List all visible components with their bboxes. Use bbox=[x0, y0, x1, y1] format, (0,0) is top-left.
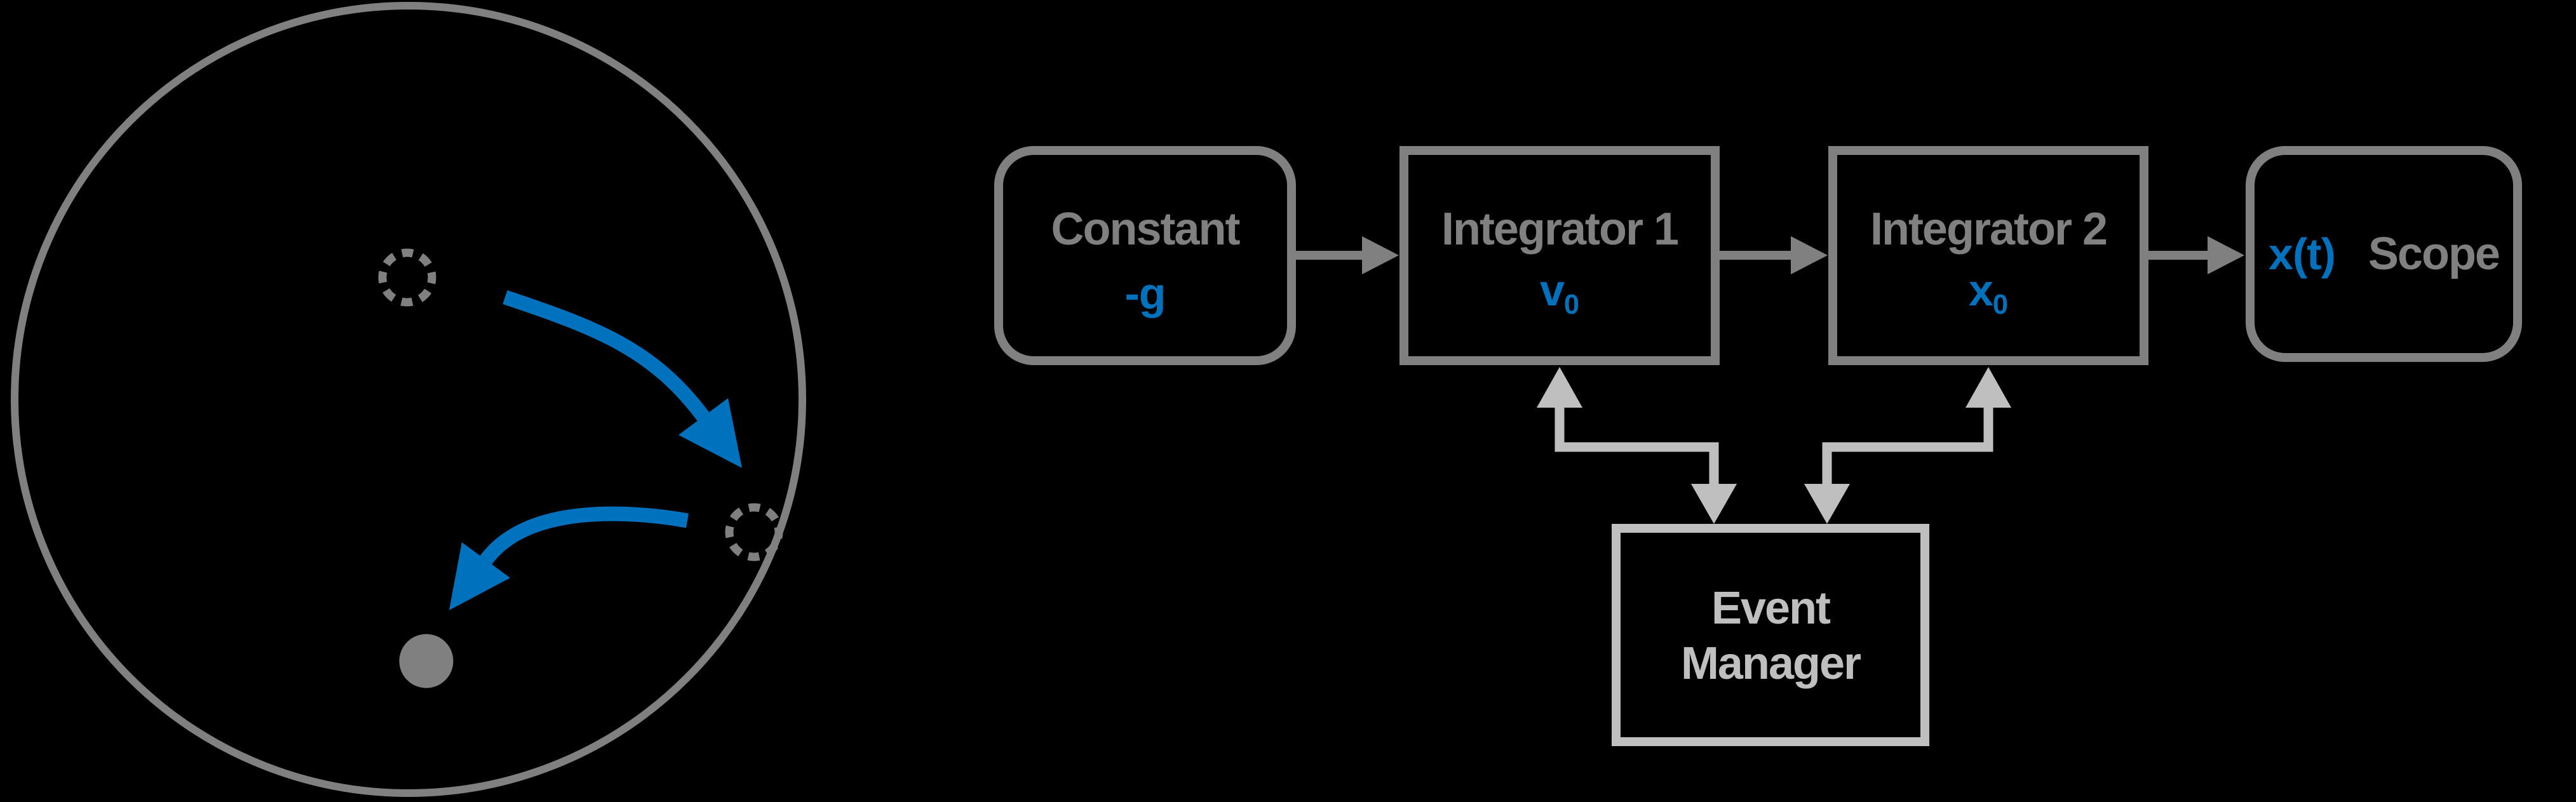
integrator1-block-value: v0 bbox=[1408, 268, 1711, 319]
integrator2-value-base: x bbox=[1968, 265, 1993, 315]
arrow-constant-to-integrator1-icon bbox=[1296, 236, 1399, 274]
constant-block-label: Constant bbox=[1051, 203, 1241, 255]
scope-block-content: x(t) Scope bbox=[2255, 155, 2513, 353]
scope-block-signal: x(t) bbox=[2269, 229, 2336, 279]
impact-position-dashed-circle-icon bbox=[725, 503, 783, 561]
scope-block-label: Scope bbox=[2368, 229, 2500, 279]
integrator1-value-base: v bbox=[1539, 265, 1565, 315]
event-manager-label-line1: Event bbox=[1711, 583, 1831, 634]
initial-position-dashed-circle-icon bbox=[378, 248, 436, 307]
connector-event-manager-integrator1-icon bbox=[1537, 367, 1737, 524]
rebound-trajectory-arrow-icon bbox=[449, 506, 689, 610]
fall-trajectory-arrow-icon bbox=[502, 290, 742, 468]
integrator1-block-label: Integrator 1 bbox=[1441, 203, 1679, 255]
constant-block: Constant -g bbox=[994, 146, 1296, 365]
constant-block-value: -g bbox=[1124, 268, 1166, 318]
integrator2-block: Integrator 2 x0 bbox=[1828, 146, 2148, 365]
bouncing-ball-illustration bbox=[11, 2, 806, 797]
container-circle-icon bbox=[11, 2, 806, 797]
scope-block: x(t) Scope bbox=[2246, 146, 2522, 362]
ball-icon bbox=[399, 634, 454, 688]
integrator2-block-value: x0 bbox=[1837, 268, 2140, 319]
event-manager-block: Event Manager bbox=[1612, 524, 1929, 746]
integrator2-block-label: Integrator 2 bbox=[1870, 203, 2108, 255]
event-manager-label-line2: Manager bbox=[1680, 638, 1861, 690]
connector-event-manager-integrator2-icon bbox=[1804, 367, 2011, 524]
arrow-integrator2-to-scope-icon bbox=[2148, 236, 2244, 274]
arrow-integrator1-to-integrator2-icon bbox=[1720, 236, 1828, 274]
integrator1-value-subscript: 0 bbox=[1563, 289, 1580, 320]
integrator1-block: Integrator 1 v0 bbox=[1399, 146, 1720, 365]
integrator2-value-subscript: 0 bbox=[1992, 289, 2009, 320]
